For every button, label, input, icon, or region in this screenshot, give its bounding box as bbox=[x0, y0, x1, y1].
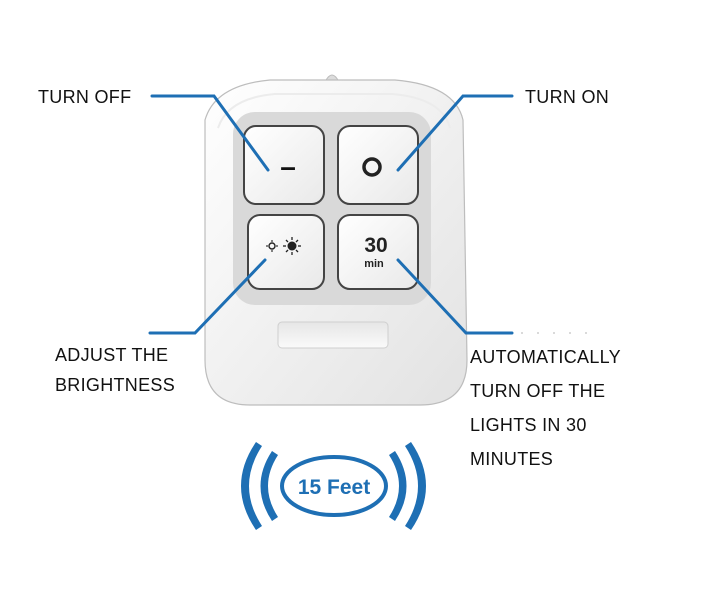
timer-button[interactable]: 30 min bbox=[337, 214, 419, 290]
timer-number: 30 bbox=[364, 234, 387, 257]
turn-off-label: TURN OFF bbox=[38, 87, 132, 107]
auto-off-label-line: MINUTES bbox=[470, 449, 554, 469]
sun-icon bbox=[266, 237, 301, 255]
body-bevel bbox=[217, 93, 451, 129]
turn-on-leader bbox=[396, 94, 514, 172]
brightness-label-line: ADJUST THE bbox=[55, 345, 169, 365]
circle-icon bbox=[362, 157, 382, 177]
turn-off-leader bbox=[150, 94, 270, 172]
auto-off-label-line: TURN OFF THE bbox=[470, 381, 606, 401]
auto-off-label-line: LIGHTS IN 30 bbox=[470, 415, 587, 435]
brightness-label: ADJUST THE BRIGHTNESS bbox=[55, 340, 175, 400]
brightness-label-line: BRIGHTNESS bbox=[55, 375, 176, 395]
turn-on-button[interactable] bbox=[337, 125, 419, 205]
brightness-leader bbox=[148, 258, 267, 335]
dotted-trail bbox=[521, 332, 587, 334]
timer-unit: min bbox=[364, 258, 384, 270]
range-badge: 15 Feet bbox=[241, 442, 426, 530]
minus-icon: – bbox=[280, 151, 296, 182]
turn-on-label: TURN ON bbox=[525, 87, 610, 107]
turn-off-button[interactable]: – bbox=[243, 125, 325, 205]
auto-off-label-line: AUTOMATICALLY bbox=[470, 347, 621, 367]
signal-waves-icon bbox=[241, 442, 426, 530]
auto-off-leader bbox=[396, 258, 514, 335]
auto-off-label: AUTOMATICALLY TURN OFF THE LIGHTS IN 30 … bbox=[470, 340, 621, 476]
brightness-button[interactable] bbox=[247, 214, 325, 290]
range-text: 15 Feet bbox=[298, 476, 370, 499]
light-window bbox=[277, 321, 389, 349]
